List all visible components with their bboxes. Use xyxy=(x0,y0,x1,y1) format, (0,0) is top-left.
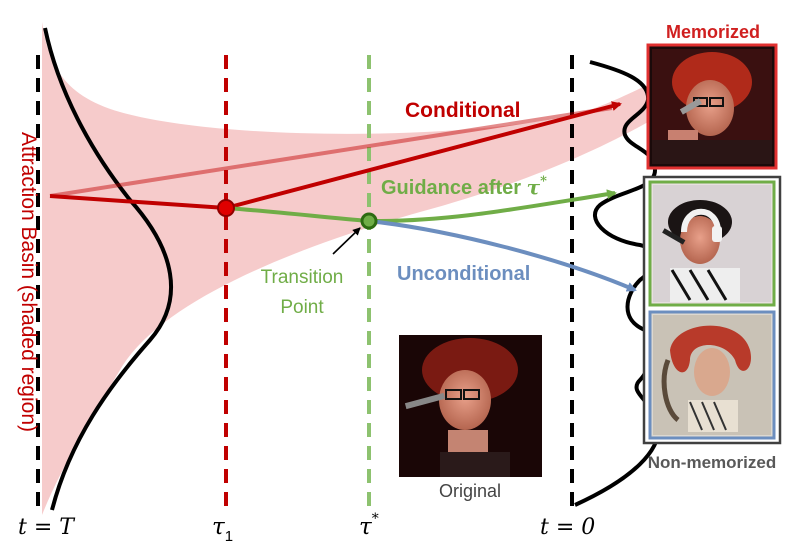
conditional-label: Conditional xyxy=(405,99,520,122)
guidance-arrow xyxy=(368,189,617,224)
original-image xyxy=(399,335,542,477)
non-memorized-label: Non-memorized xyxy=(648,453,776,472)
transition-label-line1: Transition xyxy=(261,267,344,288)
memorized-label: Memorized xyxy=(666,22,760,42)
unconditional-arrow xyxy=(368,219,637,292)
guidance-label-sup: * xyxy=(540,174,547,189)
guidance-label-tau: τ xyxy=(527,175,541,199)
time-label-t-0: t = 0 xyxy=(540,515,595,540)
unconditional-label: Unconditional xyxy=(397,263,530,285)
transition-point xyxy=(360,212,378,230)
attraction-basin-label: Attraction Basin (shaded region) xyxy=(17,132,40,432)
shared-start-segment xyxy=(49,194,227,210)
time-label-tau-star-base: τ xyxy=(359,514,373,540)
time-label-tau-star-sup: * xyxy=(372,511,379,527)
guidance-label-prefix: Guidance after xyxy=(381,177,527,199)
transition-label-line2: Point xyxy=(280,297,324,318)
conditional-arrow xyxy=(225,101,622,210)
time-label-tau1-base: τ xyxy=(212,514,226,540)
time-label-tau-star: τ* xyxy=(359,511,379,540)
non-memorized-image-guidance xyxy=(648,180,776,307)
tau1-point xyxy=(217,199,235,217)
non-memorized-image-unconditional xyxy=(648,310,776,440)
guidance-segment xyxy=(225,206,370,223)
transition-pointer-arrow xyxy=(332,227,361,255)
gaussian-curve-start xyxy=(43,27,173,511)
time-label-t-T: t = T xyxy=(18,515,76,540)
time-label-tau1-sub: 1 xyxy=(225,528,233,544)
guidance-label: Guidance after τ* xyxy=(381,174,547,199)
original-label: Original xyxy=(439,481,501,501)
attraction-basin xyxy=(42,22,655,515)
time-label-tau1: τ1 xyxy=(212,514,233,544)
memorized-image xyxy=(646,43,778,170)
conditional-direct-faded xyxy=(49,106,613,198)
